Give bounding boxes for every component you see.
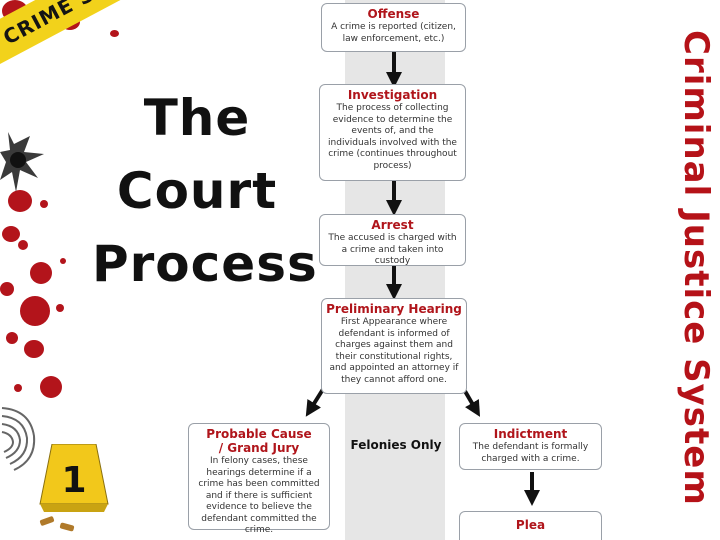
evidence-marker-icon: 1	[39, 444, 109, 532]
step-probable-cause: Probable Cause / Grand Jury In felony ca…	[188, 423, 330, 535]
step-indictment-text: The defendant is formally charged with a…	[472, 442, 589, 464]
step-offense-title: Offense	[367, 7, 420, 21]
step-arrest: Arrest The accused is charged with a cri…	[319, 214, 466, 266]
step-plea: Plea	[459, 511, 602, 540]
step-probable-title: Probable Cause / Grand Jury	[206, 427, 312, 455]
step-offense: Offense A crime is reported (citizen, la…	[321, 3, 466, 52]
step-investigation-title: Investigation	[347, 88, 438, 102]
step-investigation-text: The process of collecting evidence to de…	[328, 103, 457, 171]
step-investigation: Investigation The process of collecting …	[319, 84, 466, 181]
step-preliminary-text: First Appearance where defendant is info…	[329, 317, 459, 385]
fingerprint-icon	[1, 407, 36, 471]
step-arrest-title: Arrest	[371, 218, 414, 232]
step-indictment: Indictment The defendant is formally cha…	[459, 423, 602, 470]
step-indictment-title: Indictment	[493, 427, 568, 441]
page-title: The Court Process	[92, 82, 318, 301]
side-title: Criminal Justice System	[676, 5, 716, 530]
bullet-hole-icon	[0, 132, 44, 192]
side-title-text: Criminal Justice System	[676, 29, 716, 506]
step-preliminary-hearing: Preliminary Hearing First Appearance whe…	[321, 298, 467, 394]
title-line-3: Process	[92, 235, 318, 293]
title-line-2: Court	[116, 162, 278, 220]
svg-text:1: 1	[61, 460, 86, 501]
step-arrest-text: The accused is charged with a crime and …	[328, 233, 457, 266]
felonies-only-label: Felonies Only	[350, 438, 442, 452]
title-line-1: The	[143, 89, 251, 147]
step-offense-text: A crime is reported (citizen, law enforc…	[331, 22, 456, 44]
step-preliminary-title: Preliminary Hearing	[326, 302, 462, 316]
step-probable-text: In felony cases, these hearings determin…	[198, 456, 320, 535]
step-plea-title: Plea	[515, 518, 546, 532]
